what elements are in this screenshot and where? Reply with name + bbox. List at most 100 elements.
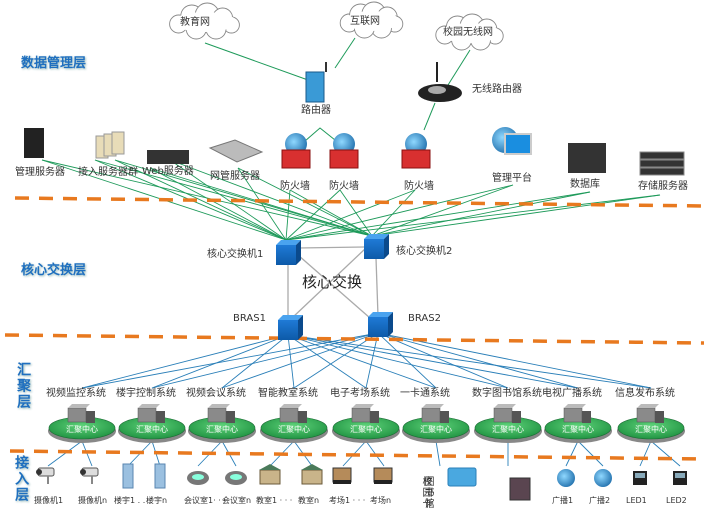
link-line xyxy=(577,440,604,467)
cloud-label-internet: 互联网 xyxy=(350,16,380,27)
access-device-label: 考场1 · · · xyxy=(329,496,366,505)
access-device-label: 教室1 · · · xyxy=(256,496,293,505)
link-line xyxy=(293,332,379,389)
core-switch-1-label: 核心交换机1 xyxy=(207,249,264,260)
firewall-icon xyxy=(281,133,311,169)
aggregation-system-label: 电视广播系统 xyxy=(542,388,602,399)
core-center-label: 核心交换 xyxy=(302,273,363,291)
link-line xyxy=(47,440,83,467)
device-label: 接入服务器群 xyxy=(78,167,138,178)
device-label: 管理服务器 xyxy=(15,167,65,178)
hub-label: 汇聚中心 xyxy=(66,424,98,434)
hub-label: 汇聚中心 xyxy=(562,424,594,434)
link-line xyxy=(151,332,379,389)
access-device-label: LED1 xyxy=(626,496,647,505)
layer-label-aggregation: 汇聚层 xyxy=(15,362,32,410)
aggregation-hub-icon: 汇聚中心 xyxy=(332,404,400,443)
access-device-label: 广播1 xyxy=(552,496,574,505)
layer-label-core: 核心交换层 xyxy=(21,263,87,278)
aggregation-system-label: 楼宇控制系统 xyxy=(116,388,176,399)
link-line xyxy=(287,334,652,389)
link-line xyxy=(287,334,509,389)
network-mgmt-server-icon xyxy=(208,139,264,163)
link-line xyxy=(371,189,416,237)
link-line xyxy=(285,184,514,241)
bras-2-icon xyxy=(368,312,393,337)
wireless-router-label: 无线路由器 xyxy=(472,84,522,95)
link-line xyxy=(371,184,514,237)
divider-agg-access xyxy=(9,449,704,461)
link-wireless-cloud-router xyxy=(447,49,471,86)
divider-data-core xyxy=(14,196,704,208)
bras-1-icon xyxy=(278,315,303,340)
device-label: 防火墙 xyxy=(329,181,359,192)
cloud-icon xyxy=(339,1,404,39)
link-line xyxy=(377,332,437,389)
rack-server-icon xyxy=(147,150,189,164)
link-line xyxy=(285,189,291,241)
device-label: 网管服务器 xyxy=(210,171,260,182)
hub-label: 汇聚中心 xyxy=(278,424,310,434)
link-line xyxy=(377,332,509,389)
led-icon xyxy=(673,471,687,485)
classroom-icon xyxy=(259,464,281,485)
hub-label: 汇聚中心 xyxy=(136,424,168,434)
aggregation-hub-icon: 汇聚中心 xyxy=(544,404,612,443)
link-line xyxy=(149,167,287,241)
core-switch-2-label: 核心交换机2 xyxy=(396,246,453,257)
access-device-label: 校园卡 xyxy=(420,476,431,509)
hub-label: 汇聚中心 xyxy=(635,424,667,434)
bras-2-label: BRAS2 xyxy=(408,313,441,324)
access-device-label: 摄像机1 xyxy=(34,496,64,505)
link-line xyxy=(287,334,367,389)
device-label: 存储服务器 xyxy=(638,181,688,192)
wireless-router-icon xyxy=(418,62,462,102)
firewall-icon xyxy=(401,133,431,169)
access-device-label: 会议室1· · · xyxy=(184,496,226,505)
aggregation-hub-icon: 汇聚中心 xyxy=(474,404,542,443)
aggregation-hub-icon: 汇聚中心 xyxy=(188,404,256,443)
access-device-label: 广播2 xyxy=(589,496,611,505)
link-internet-router xyxy=(334,37,356,69)
link-line xyxy=(237,167,287,241)
link-line xyxy=(81,334,289,389)
link-line xyxy=(285,189,416,241)
aggregation-system-label: 视频会议系统 xyxy=(186,388,246,399)
divider-core-agg xyxy=(4,333,704,345)
link-line xyxy=(639,440,652,467)
cloud-icon xyxy=(169,2,240,40)
link-line xyxy=(169,159,287,241)
aggregation-hub-icon: 汇聚中心 xyxy=(118,404,186,443)
link-line xyxy=(151,334,289,389)
camera-icon xyxy=(36,467,55,484)
server-cluster-icon xyxy=(95,131,125,159)
access-device-label: 教室n xyxy=(298,496,320,505)
firewall-icon xyxy=(329,133,359,169)
stadium-icon xyxy=(187,471,209,485)
card-icon xyxy=(447,467,477,487)
link-line xyxy=(371,191,591,237)
broadcast-icon xyxy=(557,469,575,487)
exam-room-icon xyxy=(373,467,393,484)
link-line xyxy=(650,440,681,467)
link-line xyxy=(285,191,591,241)
link-line xyxy=(365,332,379,389)
library-server-icon xyxy=(509,477,531,501)
link-edu-router xyxy=(204,42,309,81)
aggregation-hub-icon: 汇聚中心 xyxy=(48,404,116,443)
hub-label: 汇聚中心 xyxy=(420,424,452,434)
monitor-globe-icon xyxy=(492,127,532,155)
access-device-label: 摄像机n xyxy=(78,496,108,505)
link-line xyxy=(565,440,579,467)
router-icon xyxy=(305,62,327,103)
tower-server-icon xyxy=(24,128,44,158)
exam-room-icon xyxy=(332,467,352,484)
aggregation-links xyxy=(81,332,652,389)
access-device-label: 楼宇n xyxy=(146,496,168,505)
access-device-label: 会议室n xyxy=(222,496,252,505)
data-layer-links xyxy=(41,159,661,241)
link-line xyxy=(377,332,579,389)
access-device-label: LED2 xyxy=(666,496,687,505)
link-line xyxy=(94,159,373,237)
